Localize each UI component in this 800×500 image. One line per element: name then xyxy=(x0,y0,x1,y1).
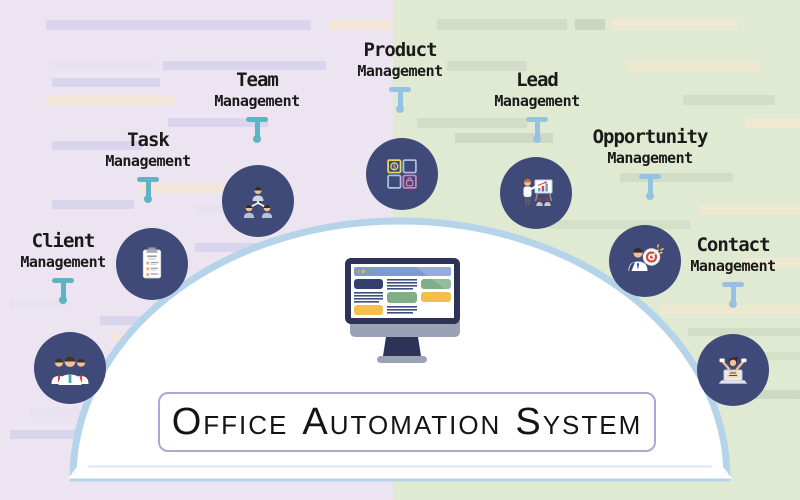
decorative-stripe xyxy=(660,305,800,314)
decorative-stripe xyxy=(52,78,160,87)
module-title: Lead xyxy=(516,69,559,91)
decorative-stripe xyxy=(683,95,775,105)
decorative-stripe xyxy=(437,19,567,30)
decorative-stripe xyxy=(575,19,605,30)
decorative-stripe xyxy=(447,61,527,71)
connector-t-icon xyxy=(174,116,340,147)
module-title: Opportunity xyxy=(592,126,709,148)
module-subtitle: Management xyxy=(357,61,443,80)
presentation-icon xyxy=(523,178,553,206)
svg-text:$: $ xyxy=(392,164,396,170)
decorative-stripe xyxy=(140,183,268,193)
decorative-stripe xyxy=(163,61,326,70)
product-grid-icon: $ xyxy=(387,159,417,189)
module-title: Task xyxy=(127,129,170,151)
module-subtitle: Management xyxy=(494,91,580,110)
module-title: Product xyxy=(363,39,437,61)
connector-t-icon xyxy=(650,281,800,312)
module-subtitle: Management xyxy=(214,91,300,110)
org-chart-icon xyxy=(243,186,273,218)
clipboard-icon xyxy=(142,247,162,279)
decorative-stripe xyxy=(168,118,268,127)
module-subtitle: Management xyxy=(105,151,191,170)
decorative-stripe xyxy=(700,205,800,214)
decorative-stripe xyxy=(417,118,527,128)
decorative-stripe xyxy=(688,328,800,336)
decorative-stripe xyxy=(52,141,142,150)
connector-t-icon xyxy=(548,173,752,204)
connector-t-icon xyxy=(65,176,231,207)
module-contact: Contact Management xyxy=(650,234,800,312)
connector-t-icon xyxy=(454,116,620,147)
decorative-stripe xyxy=(745,118,800,128)
decorative-stripe xyxy=(10,300,66,308)
client-icon-circle xyxy=(34,332,106,404)
module-subtitle: Management xyxy=(607,148,693,167)
task-icon-circle xyxy=(116,228,188,300)
decorative-stripe xyxy=(52,200,134,209)
decorative-stripe xyxy=(10,430,110,439)
monitor-icon xyxy=(345,258,460,363)
decorative-stripe xyxy=(46,20,311,30)
decorative-stripe xyxy=(745,258,800,267)
module-team: Team Management xyxy=(174,69,340,147)
decorative-stripe xyxy=(455,133,553,143)
module-title: Client xyxy=(31,230,96,252)
module-subtitle: Management xyxy=(690,256,776,275)
decorative-stripe xyxy=(195,243,267,252)
decorative-stripe xyxy=(752,390,800,399)
target-person-icon xyxy=(628,244,664,271)
module-client: Client Management xyxy=(0,230,146,308)
laptop-person-icon xyxy=(718,356,748,384)
module-product: Product Management xyxy=(300,39,500,117)
team-icon-circle xyxy=(222,165,294,237)
decorative-stripe xyxy=(550,220,690,229)
module-opportunity: Opportunity Management xyxy=(548,126,752,204)
module-lead: Lead Management xyxy=(454,69,620,147)
decorative-stripe xyxy=(745,352,800,360)
contact-icon-circle xyxy=(697,334,769,406)
decorative-stripe xyxy=(50,61,154,70)
connector-t-icon xyxy=(0,277,146,308)
decorative-stripe xyxy=(612,19,737,30)
decorative-stripe xyxy=(330,20,392,30)
opportunity-icon-circle xyxy=(609,225,681,297)
module-task: Task Management xyxy=(65,129,231,207)
decorative-stripe xyxy=(620,173,733,182)
module-subtitle: Management xyxy=(20,252,106,271)
module-title: Team xyxy=(236,69,279,91)
lead-icon-circle xyxy=(500,157,572,229)
decorative-stripe xyxy=(46,95,174,105)
module-title: Contact xyxy=(696,234,770,256)
clients-icon xyxy=(51,356,89,385)
product-icon-circle: $ xyxy=(366,138,438,210)
decorative-stripe xyxy=(30,408,114,417)
connector-t-icon xyxy=(300,86,500,117)
decorative-stripe xyxy=(627,61,760,71)
